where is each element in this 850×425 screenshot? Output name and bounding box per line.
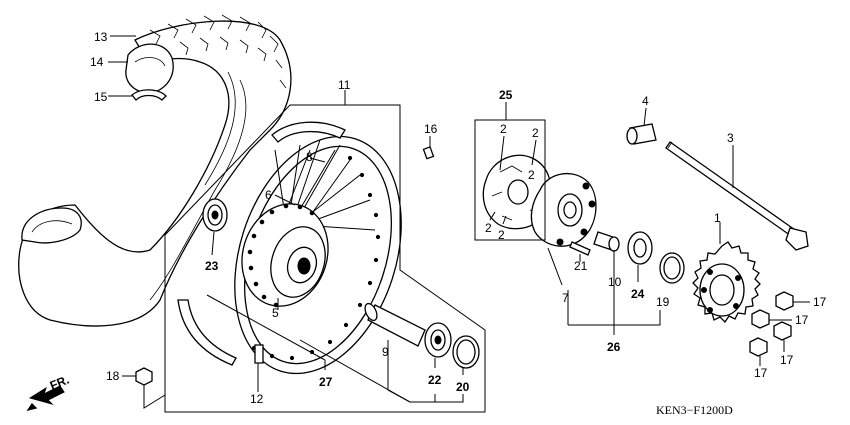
- leader-lines: [108, 35, 810, 413]
- callout-11: 11: [338, 78, 351, 92]
- callout-20: 20: [456, 380, 470, 394]
- bearing-left[interactable]: [202, 198, 228, 232]
- callout-24: 24: [631, 287, 645, 301]
- callout-12: 12: [250, 392, 264, 406]
- sprocket-nut-4[interactable]: [749, 337, 768, 357]
- sprocket-nut-2[interactable]: [751, 309, 770, 329]
- callout-22: 22: [428, 373, 442, 387]
- callout-2-2: 2: [532, 126, 539, 140]
- callout-23: 23: [205, 259, 219, 273]
- bearing-right[interactable]: [424, 322, 452, 358]
- callout-9: 9: [382, 345, 389, 359]
- callout-1: 1: [714, 211, 721, 225]
- callout-18: 18: [106, 369, 120, 383]
- callout-5: 5: [272, 306, 279, 320]
- callout-3: 3: [727, 131, 734, 145]
- callout-17-1: 17: [813, 295, 827, 309]
- callout-17-4: 17: [754, 366, 768, 380]
- callout-27: 27: [319, 375, 333, 389]
- callout-21: 21: [574, 259, 588, 273]
- direction-label: FR.: [48, 373, 71, 393]
- callout-2-4: 2: [485, 221, 492, 235]
- callout-2-5: 2: [498, 228, 505, 242]
- wheel-hub[interactable]: [229, 193, 341, 318]
- rim-band[interactable]: [131, 89, 167, 101]
- air-valve[interactable]: [254, 344, 264, 364]
- sprocket-nut-3[interactable]: [773, 321, 792, 341]
- rear-axle[interactable]: [665, 141, 809, 251]
- distance-collar[interactable]: [363, 302, 426, 347]
- callout-17-2: 17: [795, 313, 809, 327]
- callout-17-3: 17: [780, 353, 794, 367]
- callout-7: 7: [562, 291, 569, 305]
- callout-2-1: 2: [500, 122, 507, 136]
- axle-collar[interactable]: [626, 123, 657, 145]
- sprocket-flange[interactable]: [530, 172, 597, 247]
- tire[interactable]: [18, 14, 292, 327]
- callout-8: 8: [306, 150, 313, 164]
- callout-26: 26: [607, 340, 621, 354]
- oil-seal[interactable]: [452, 335, 480, 369]
- callout-25: 25: [499, 88, 513, 102]
- callout-13: 13: [94, 30, 108, 44]
- tube[interactable]: [125, 43, 174, 94]
- flange-bearing[interactable]: [627, 231, 653, 265]
- callout-14: 14: [90, 55, 104, 69]
- flange-collar[interactable]: [593, 231, 620, 252]
- front-direction-arrow: FR.: [26, 373, 71, 412]
- diagram-code: KEN3−F1200D: [656, 403, 733, 417]
- flange-oil-seal[interactable]: [659, 252, 685, 284]
- sprocket-nut-1[interactable]: [775, 291, 794, 311]
- stud-bolt[interactable]: [569, 241, 591, 256]
- callout-15: 15: [94, 90, 108, 104]
- callout-2-3: 2: [528, 168, 535, 182]
- callout-4: 4: [642, 94, 649, 108]
- callout-16: 16: [424, 122, 438, 136]
- driven-sprocket[interactable]: [692, 241, 761, 324]
- valve-nut[interactable]: [135, 367, 153, 386]
- spoke-nipple[interactable]: [422, 146, 435, 160]
- callout-10: 10: [608, 275, 622, 289]
- callout-19: 19: [656, 295, 670, 309]
- callout-6: 6: [265, 188, 272, 202]
